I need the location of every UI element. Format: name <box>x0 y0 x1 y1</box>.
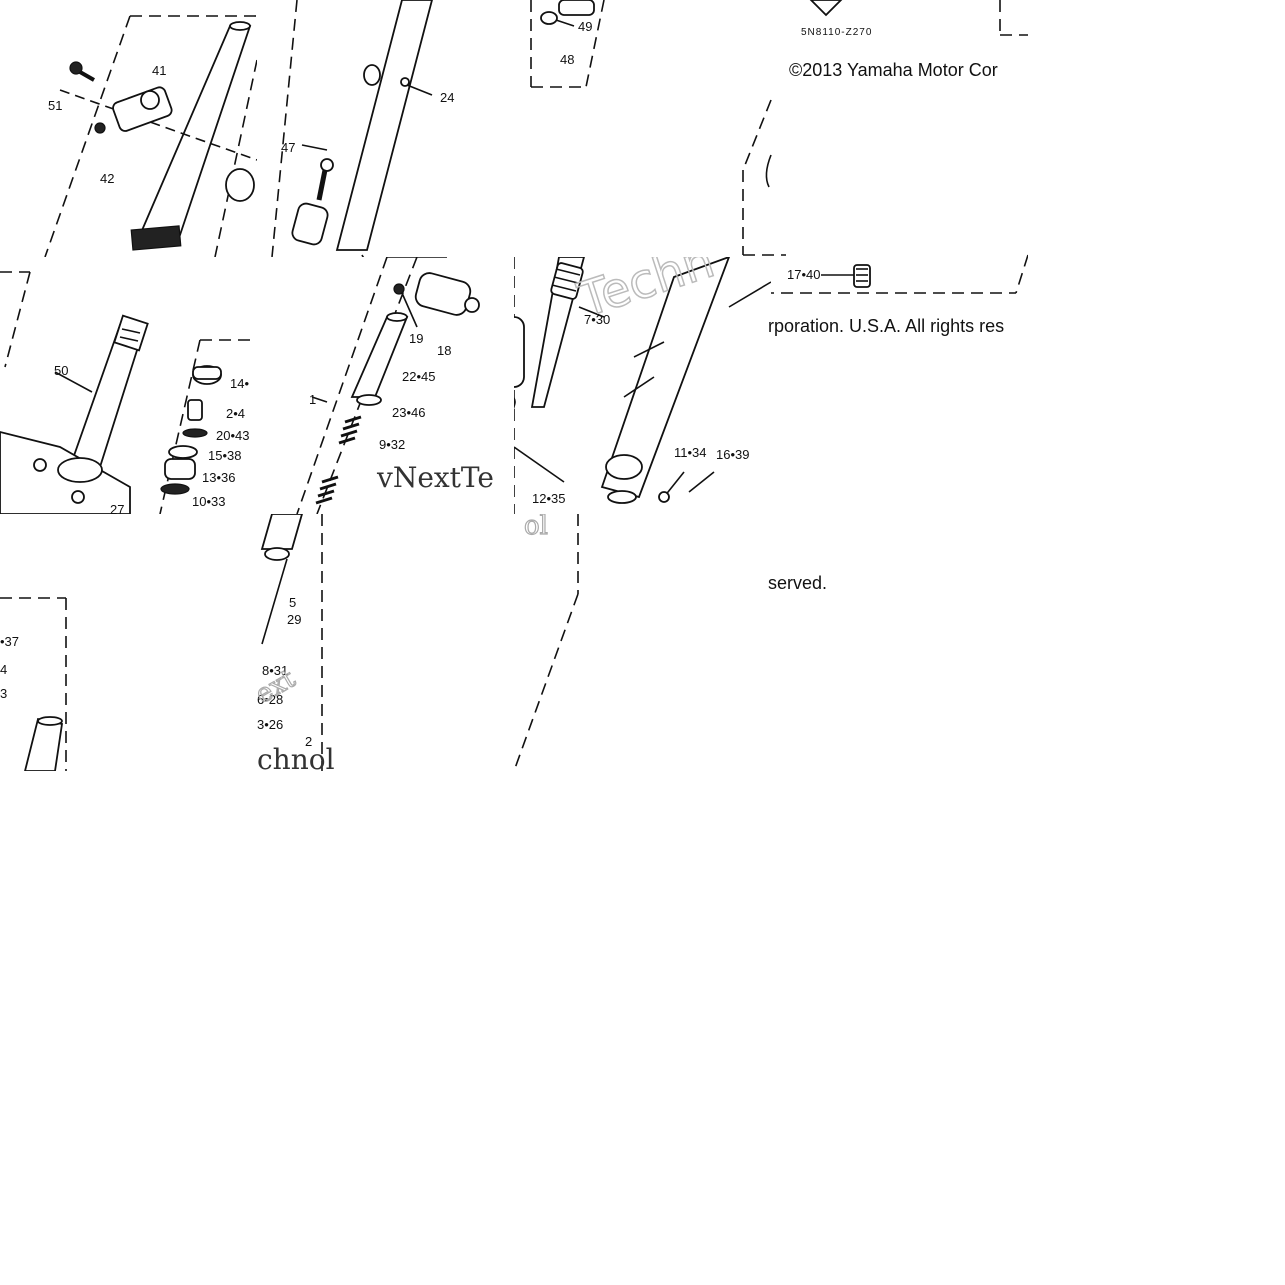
callout-14: 14• <box>230 376 249 391</box>
callout-48: 48 <box>560 52 574 67</box>
callout-51: 51 <box>48 98 62 113</box>
watermark-ol: ol <box>524 514 548 541</box>
callout-1: 1 <box>309 392 316 407</box>
part-18 <box>414 272 480 316</box>
bolt-part-42 <box>94 122 106 134</box>
callout-15: 15•38 <box>208 448 241 463</box>
bolt-part-47 <box>316 158 334 201</box>
callout-27: 27 <box>110 502 124 514</box>
callout-24: 24 <box>440 90 454 105</box>
clamp-part-41 <box>112 86 173 132</box>
callout-7: 7•30 <box>584 312 610 327</box>
callout-50: 50 <box>54 363 68 378</box>
tile-inner-tube: 5 29 8•31 6•28 3•26 2 ext chnol <box>257 514 514 771</box>
callout-9: 9•32 <box>379 437 405 452</box>
spring-part-lower <box>315 475 339 505</box>
callout-5: 5 <box>289 595 296 610</box>
callout-23: 23•46 <box>392 405 425 420</box>
watermark-vnext: vNextTe <box>376 461 494 494</box>
part-stack <box>160 365 222 495</box>
tile-small-parts: 49 48 <box>514 0 771 95</box>
callout-10: 10•33 <box>192 494 225 509</box>
callout-17: 17•40 <box>787 267 820 282</box>
callout-20: 20•43 <box>216 428 249 443</box>
bolt-part-17 <box>853 264 871 288</box>
callout-18: 18 <box>437 343 451 358</box>
spring-part-9 <box>338 415 362 445</box>
bolt-part-51 <box>69 61 95 82</box>
diagram-code: 5N8110-Z270 <box>801 27 872 38</box>
tile-dashed-guide: ol <box>514 514 771 771</box>
callout-16: 16•39 <box>716 447 749 462</box>
callout-12: 12•35 <box>532 491 565 506</box>
tile-copyright-top: 5N8110-Z270 ©2013 Yamaha Motor Cor <box>771 0 1028 95</box>
tile-spring-collar: vNextTe 19 18 1 22•45 23•46 9•32 <box>257 257 514 514</box>
tile-steering-stem: 50 14• 2•4 20•43 15•38 13•36 10•33 27 <box>0 257 257 514</box>
callout-2: 2•4 <box>226 406 245 421</box>
callout-3b: 3•26 <box>257 717 283 732</box>
copyright-line-3: served. <box>768 573 828 593</box>
callout-3: 3 <box>0 686 7 701</box>
callout-42: 42 <box>100 171 114 186</box>
watermark-chnol: chnol <box>257 743 335 771</box>
copyright-line-2: rporation. U.S.A. All rights res <box>768 316 1005 336</box>
callout-19: 19 <box>409 331 423 346</box>
copyright-line-1: ©2013 Yamaha Motor Cor <box>789 60 998 80</box>
callout-49: 49 <box>578 19 592 34</box>
callout-37: •37 <box>0 634 19 649</box>
tile-fork-tube-left: 41 51 42 <box>0 0 257 257</box>
callout-4: 4 <box>0 662 7 677</box>
callout-6: 6•28 <box>257 692 283 707</box>
callout-22: 22•45 <box>402 369 435 384</box>
tile-fork-leg-left: •37 4 3 <box>0 514 69 771</box>
callout-13: 13•36 <box>202 470 235 485</box>
tile-outer-tube: 47 24 <box>257 0 514 257</box>
callout-2b: 2 <box>305 734 312 749</box>
callout-47: 47 <box>281 140 295 155</box>
callout-8: 8•31 <box>262 663 288 678</box>
callout-41: 41 <box>152 63 166 78</box>
tile-damper-rod: Techn 7•30 11•34 16•39 12•35 <box>514 257 771 514</box>
callout-29: 29 <box>287 612 301 627</box>
tile-bolt-17: 17•40 <box>741 95 1028 295</box>
callout-11: 11•34 <box>674 445 707 460</box>
